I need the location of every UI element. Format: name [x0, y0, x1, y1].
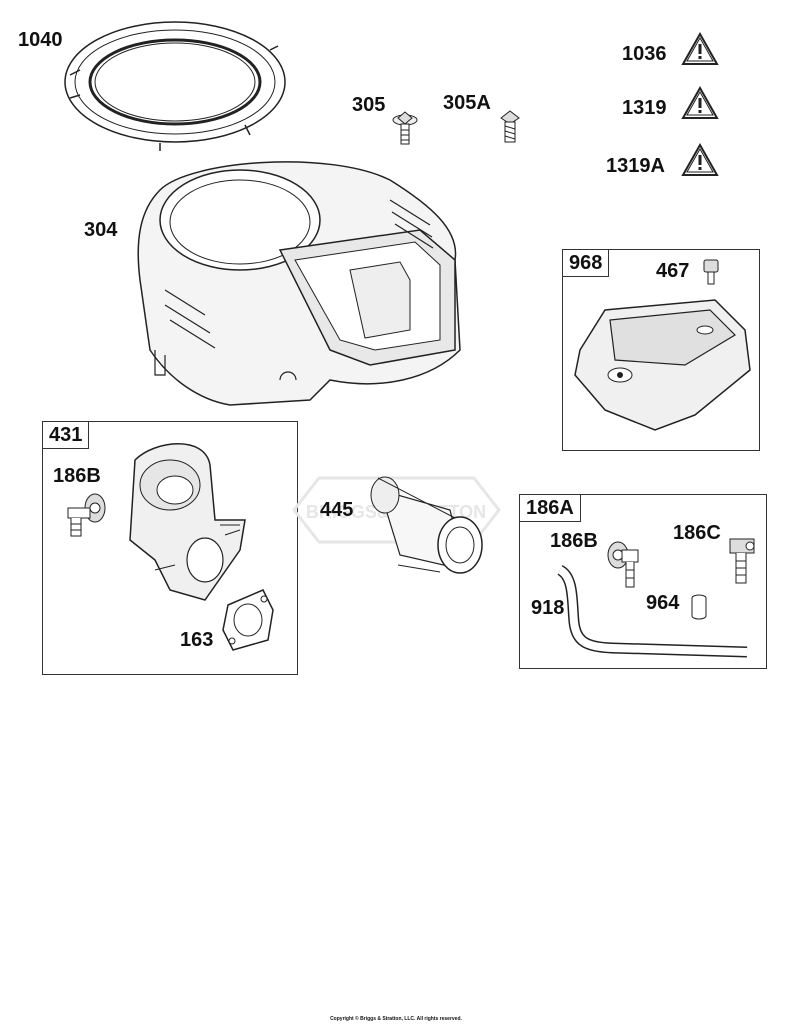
label-1319a: 1319A — [606, 155, 665, 177]
box-968: 968 — [562, 249, 760, 451]
warning-triangle-icon — [681, 143, 719, 176]
copyright-text: Copyright © Briggs & Stratton, LLC. All … — [330, 1016, 462, 1022]
screw-part-305 — [392, 111, 418, 145]
label-163: 163 — [180, 629, 214, 651]
label-467: 467 — [656, 260, 690, 282]
fitting-part-186c — [729, 538, 755, 584]
filter-part-445 — [370, 476, 483, 574]
label-186c: 186C — [673, 522, 721, 544]
ring-part-1040 — [64, 21, 286, 151]
box-tag-968: 968 — [562, 249, 610, 277]
label-1319: 1319 — [622, 97, 667, 119]
label-1036: 1036 — [622, 43, 667, 65]
cover-part-968 — [574, 299, 751, 431]
fastener-part-467 — [703, 259, 719, 285]
label-305: 305 — [352, 94, 386, 116]
hose-part-918 — [556, 565, 748, 658]
label-186b-right: 186B — [550, 530, 598, 552]
label-445: 445 — [320, 499, 354, 521]
box-tag-186a: 186A — [519, 494, 581, 522]
gasket-part-163 — [222, 589, 274, 651]
clip-part-964 — [691, 594, 707, 620]
label-304: 304 — [84, 219, 118, 241]
box-431: 431 — [42, 421, 298, 675]
fitting-part-186b-left — [67, 493, 106, 537]
warning-triangle-icon — [681, 86, 719, 119]
air-cleaner-base-part-431 — [129, 443, 246, 601]
warning-triangle-icon — [681, 32, 719, 65]
screw-part-305a — [500, 110, 520, 143]
blower-housing-part-304 — [137, 161, 461, 406]
box-tag-431: 431 — [42, 421, 90, 449]
box-186a: 186A — [519, 494, 767, 669]
label-186b-left: 186B — [53, 465, 101, 487]
label-918: 918 — [531, 597, 565, 619]
label-964: 964 — [646, 592, 680, 614]
label-305a: 305A — [443, 92, 491, 114]
fitting-part-186b-right — [607, 541, 639, 588]
label-1040: 1040 — [18, 29, 63, 51]
